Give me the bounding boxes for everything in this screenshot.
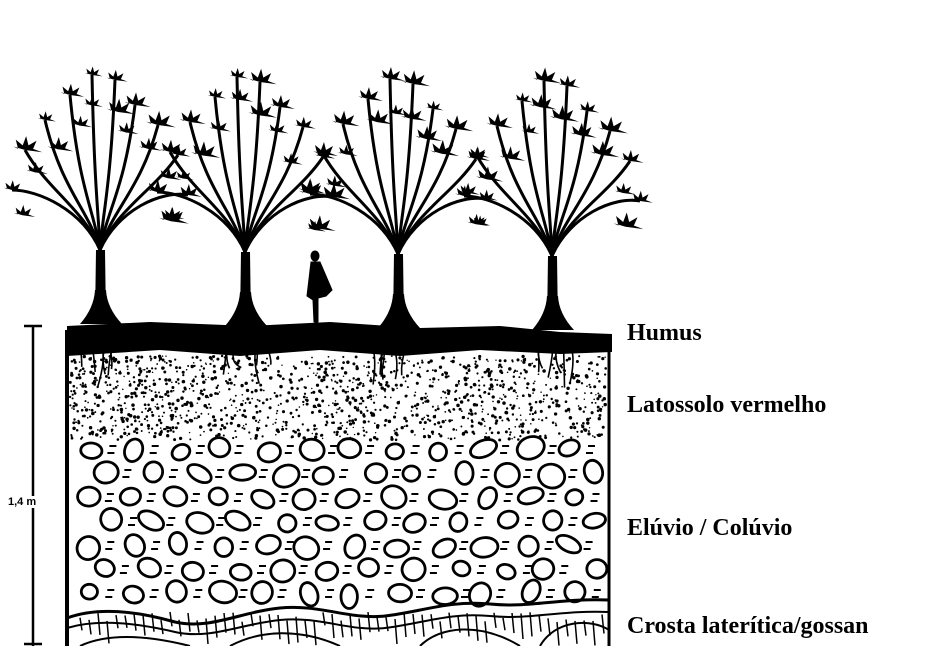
eluvium-layer: [73, 433, 607, 610]
scale-label: 1,4 m: [8, 496, 36, 508]
humus-layer: [67, 322, 612, 356]
latosol-layer: [69, 355, 607, 442]
tree: [4, 67, 202, 324]
latosol-label: Latossolo vermelho: [627, 393, 826, 417]
humus-label: Humus: [627, 321, 702, 345]
person-figure: [307, 251, 332, 326]
scale-bar: [24, 326, 42, 646]
eluvium-label: Elúvio / Colúvio: [627, 516, 792, 540]
crust-layer: [67, 600, 609, 646]
tree: [455, 67, 653, 330]
crust-label: Crosta laterítica/gossan: [627, 614, 869, 638]
eluvium-dashes: [105, 446, 601, 597]
